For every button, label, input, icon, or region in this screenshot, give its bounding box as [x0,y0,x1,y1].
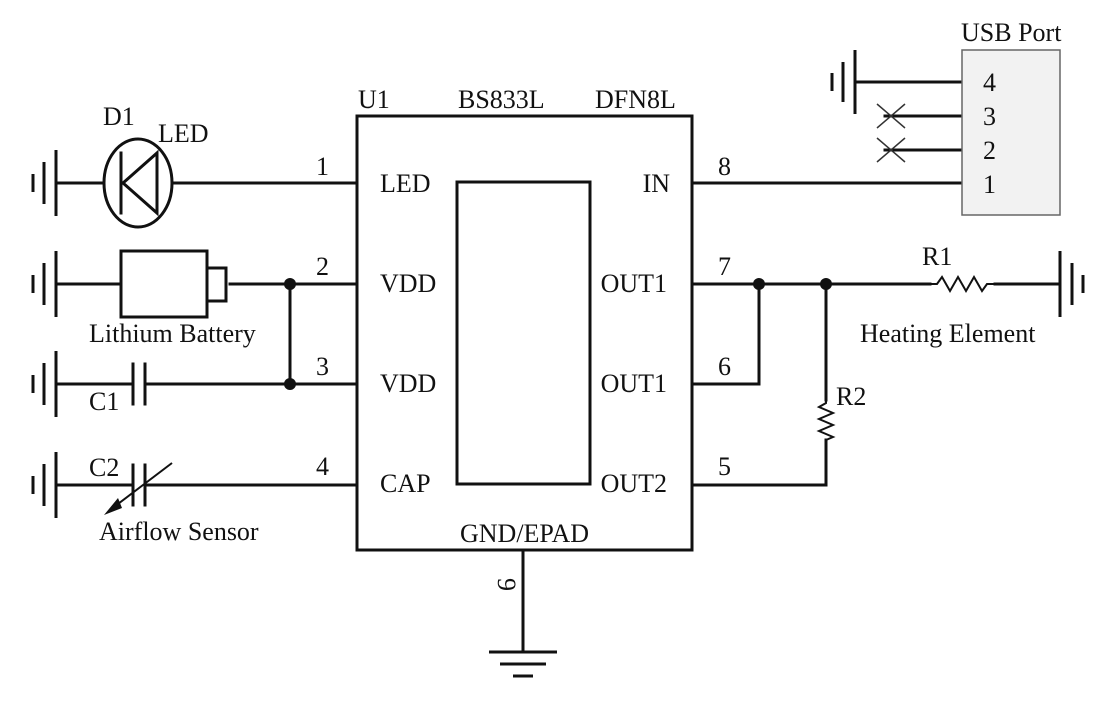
chip-package: DFN8L [595,85,676,114]
c2-label: Airflow Sensor [99,517,259,546]
wires [56,80,1062,652]
pin-name-out1-6: OUT1 [601,369,667,398]
pin-num-3: 3 [316,352,329,381]
usb-port: USB Port 4 3 2 1 [876,18,1062,216]
chip-part: BS833L [458,85,545,114]
ground-symbol [31,150,58,216]
pin-name-vdd-3: VDD [380,369,436,398]
pin-name-vdd-2: VDD [380,269,436,298]
usb-label: USB Port [961,18,1062,47]
usb-pin-1: 1 [983,170,996,199]
ground-symbol [830,50,857,114]
resistor-r1: R1 Heating Element [860,242,1036,348]
lithium-battery: Lithium Battery [89,249,256,348]
d1-label: LED [158,119,209,148]
pin-name-cap: CAP [380,469,431,498]
r2-ref: R2 [836,382,866,411]
no-connect-marker [876,103,906,129]
pin-num-8: 8 [718,152,731,181]
usb-pin-3: 3 [983,102,996,131]
pin-num-2: 2 [316,252,329,281]
pin-name-out2: OUT2 [601,469,667,498]
pin-num-5: 5 [718,452,731,481]
pin-num-4: 4 [316,452,329,481]
chip-inner-pad [455,180,592,486]
pin-num-9: 9 [492,578,521,591]
pin-num-6: 6 [718,352,731,381]
capacitor-c1: C1 [89,362,147,416]
ground-symbol [489,650,557,678]
junction-dot [284,278,296,290]
r1-label: Heating Element [860,319,1036,348]
battery-label: Lithium Battery [89,319,256,348]
led-d1: D1 LED [102,102,209,229]
junction-dot [753,278,765,290]
ground-symbol [31,251,58,317]
ground-symbol [31,452,58,518]
usb-pin-2: 2 [983,136,996,165]
junction-dot [820,278,832,290]
pin-num-7: 7 [718,252,731,281]
ground-symbol [31,351,58,417]
usb-pin-4: 4 [983,68,996,97]
ground-symbol [1058,251,1085,317]
pin-name-out1-7: OUT1 [601,269,667,298]
d1-ref: D1 [103,102,135,131]
variable-capacitor-c2: C2 Airflow Sensor [89,453,259,546]
chip-gnd-label: GND/EPAD [460,519,589,548]
resistor-r2: R2 [816,382,866,441]
c1-ref: C1 [89,387,119,416]
pin-num-1: 1 [316,152,329,181]
r1-ref: R1 [922,242,952,271]
pin-name-in: IN [643,169,671,198]
junctions [284,278,832,390]
no-connect-marker [876,137,906,163]
pin-name-led: LED [380,169,431,198]
chip-ref: U1 [358,85,390,114]
c2-ref: C2 [89,453,119,482]
chip-u1: U1 BS833L DFN8L GND/EPAD LED VDD VDD CAP… [316,85,731,591]
junction-dot [284,378,296,390]
